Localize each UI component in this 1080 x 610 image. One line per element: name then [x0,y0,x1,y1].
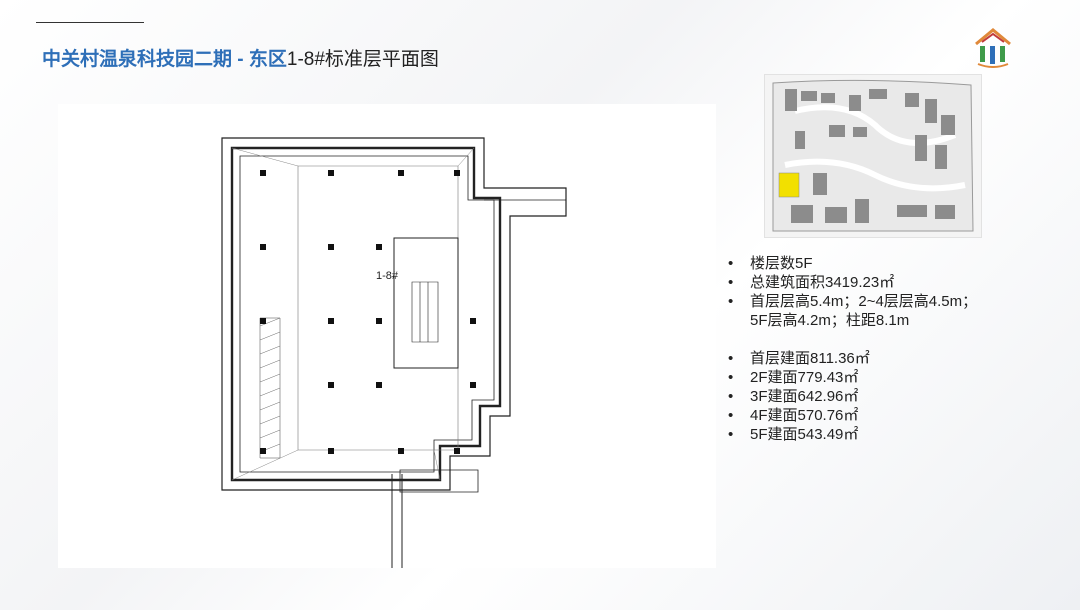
company-logo-icon [975,28,1011,68]
info-total-area: 总建筑面积3419.23㎡ [724,273,977,292]
info-floors: 楼层数5F [724,254,977,273]
info-floor-height: 首层层高5.4m；2~4层层高4.5m； [724,292,977,311]
header-rule [36,22,144,23]
title-building: 1-8#标准层平面图 [286,49,439,70]
site-location-map [764,74,982,238]
info-area-5f: 5F建面543.49㎡ [724,425,977,444]
info-area-3f: 3F建面642.96㎡ [724,387,977,406]
building-info-list: 楼层数5F 总建筑面积3419.23㎡ 首层层高5.4m；2~4层层高4.5m；… [724,254,977,444]
site-highlight-block [778,172,800,198]
title-project: 中关村温泉科技园二期 - 东区 [42,49,287,70]
info-area-2f: 2F建面779.43㎡ [724,368,977,387]
info-area-1f: 首层建面811.36㎡ [724,349,977,368]
info-floor-height-cont: 5F层高4.2m；柱距8.1m [750,312,910,329]
info-area-4f: 4F建面570.76㎡ [724,406,977,425]
page-title: 中关村温泉科技园二期 - 东区1-8#标准层平面图 [42,44,439,71]
building-number-label: 1-8# [376,270,399,282]
floor-plan-drawing [221,137,567,568]
floor-plan-panel: 1-8# [58,104,716,568]
site-plan-drawing [772,79,974,232]
